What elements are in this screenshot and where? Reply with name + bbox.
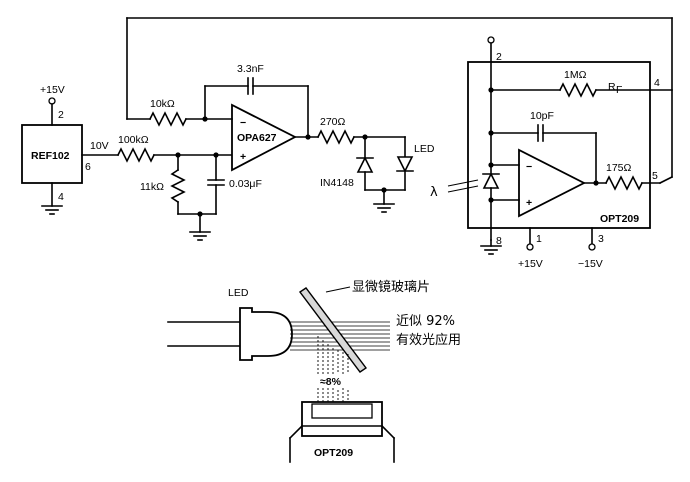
pct-label: 近似 92% — [396, 314, 455, 329]
in4148-diode-icon — [356, 156, 374, 173]
rf-sub-label: F — [616, 84, 622, 96]
opt209-box — [467, 61, 651, 229]
r-175-label: 175Ω — [606, 162, 632, 174]
opt-opamp-triangle — [518, 148, 586, 218]
led-ground-icon — [373, 203, 395, 213]
in4148-label: IN4148 — [320, 177, 354, 189]
ref-ground-icon — [41, 205, 63, 215]
r-11k-label: 11kΩ — [140, 181, 164, 193]
junction-dot — [593, 180, 599, 186]
opt-pin2-label: 2 — [496, 51, 502, 63]
rf-value-label: 1MΩ — [564, 69, 587, 81]
c-filt-label: 0.03μF — [229, 178, 262, 190]
opamp-ground-icon — [189, 231, 211, 241]
led-optics-label: LED — [228, 287, 249, 299]
ref-pin-gnd: 4 — [58, 191, 64, 203]
r-10k-label: 10kΩ — [150, 98, 175, 110]
r-10k-symbol — [148, 111, 188, 127]
r-11k-symbol — [170, 168, 186, 204]
rf-symbol — [558, 82, 598, 98]
ref-supply-terminal — [48, 97, 56, 105]
opt209-window — [311, 403, 373, 419]
light-arrow-icon — [447, 179, 479, 193]
opt209-label: OPT209 — [600, 213, 639, 225]
c-opt-label: 10pF — [530, 110, 554, 122]
r-100k-symbol — [116, 147, 156, 163]
opt209-package-label: OPT209 — [314, 447, 353, 459]
opt209-lead — [380, 424, 396, 440]
opt-pin2-terminal — [487, 36, 495, 44]
reflect-label: ≈8% — [320, 376, 342, 388]
glass-slide-icon — [298, 287, 368, 373]
ref102-box — [21, 124, 83, 184]
glass-pointer — [325, 286, 351, 293]
opt-v3-label: −15V — [578, 258, 603, 270]
opt-pin5-label: 5 — [652, 170, 658, 182]
lambda-label: λ — [430, 185, 438, 200]
optics-diagram: LED 显微镜玻璃片 ≈8% 近似 92% 有效光 — [167, 280, 461, 463]
led-label: LED — [414, 143, 435, 155]
photodiode-icon — [482, 172, 500, 189]
opt-pin1-terminal — [526, 243, 534, 251]
opt-pin4-label: 4 — [654, 77, 660, 89]
opt-opamp-plus: + — [526, 197, 532, 209]
c-fb-label: 3.3nF — [237, 63, 264, 75]
ref-out-voltage: 10V — [90, 140, 109, 152]
led-package-icon — [239, 307, 293, 361]
r-100k-label: 100kΩ — [118, 134, 149, 146]
reflect-label-bg — [316, 374, 350, 388]
ref-pin-top: 2 — [58, 109, 64, 121]
led-diode-icon — [396, 156, 414, 173]
opa-plus: + — [240, 151, 246, 163]
opt-v1-label: +15V — [518, 258, 543, 270]
opt-pin3-label: 3 — [598, 233, 604, 245]
opa627-triangle — [231, 103, 297, 172]
pin5-wire — [658, 175, 674, 185]
r-270-symbol — [316, 129, 356, 145]
junction-dot — [305, 134, 311, 140]
r-175-symbol — [604, 175, 644, 191]
opt-opamp-minus: − — [526, 161, 532, 173]
opt209-lead — [288, 424, 304, 440]
opt-pin1-label: 1 — [536, 233, 542, 245]
opt-pin8-label: 8 — [496, 235, 502, 247]
opt-pin3-terminal — [588, 243, 596, 251]
opa-minus: − — [240, 117, 246, 129]
use-label: 有效光应用 — [396, 332, 461, 348]
ref-supply-label: +15V — [40, 84, 65, 96]
ref-pin-out: 6 — [85, 161, 91, 173]
rf-name-label: R — [608, 81, 616, 93]
ref102-label: REF102 — [31, 150, 70, 162]
glass-label: 显微镜玻璃片 — [352, 280, 430, 295]
r-270-label: 270Ω — [320, 116, 346, 128]
opt-ground-icon — [480, 245, 502, 255]
opa627-label: OPA627 — [237, 132, 277, 144]
